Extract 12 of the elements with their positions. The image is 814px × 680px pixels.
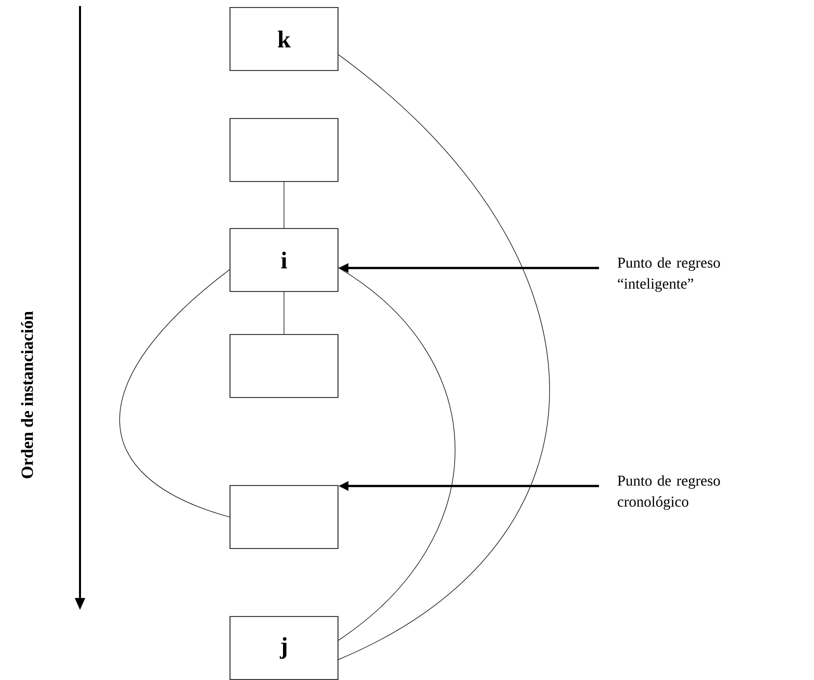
annotation-text: Punto de regreso “inteligente” xyxy=(618,257,720,292)
letter-box: k xyxy=(230,7,338,71)
curved-line xyxy=(119,269,230,518)
empty-box xyxy=(230,334,338,398)
axis-label: Orden de instanciación xyxy=(21,311,33,478)
empty-box xyxy=(230,485,338,549)
curved-line xyxy=(338,267,456,641)
curved-line xyxy=(338,54,550,660)
letter-box: j xyxy=(230,616,338,680)
empty-box xyxy=(230,118,338,182)
letter-box: i xyxy=(230,228,338,292)
annotation-text: Punto de regreso cronológico xyxy=(618,475,720,510)
